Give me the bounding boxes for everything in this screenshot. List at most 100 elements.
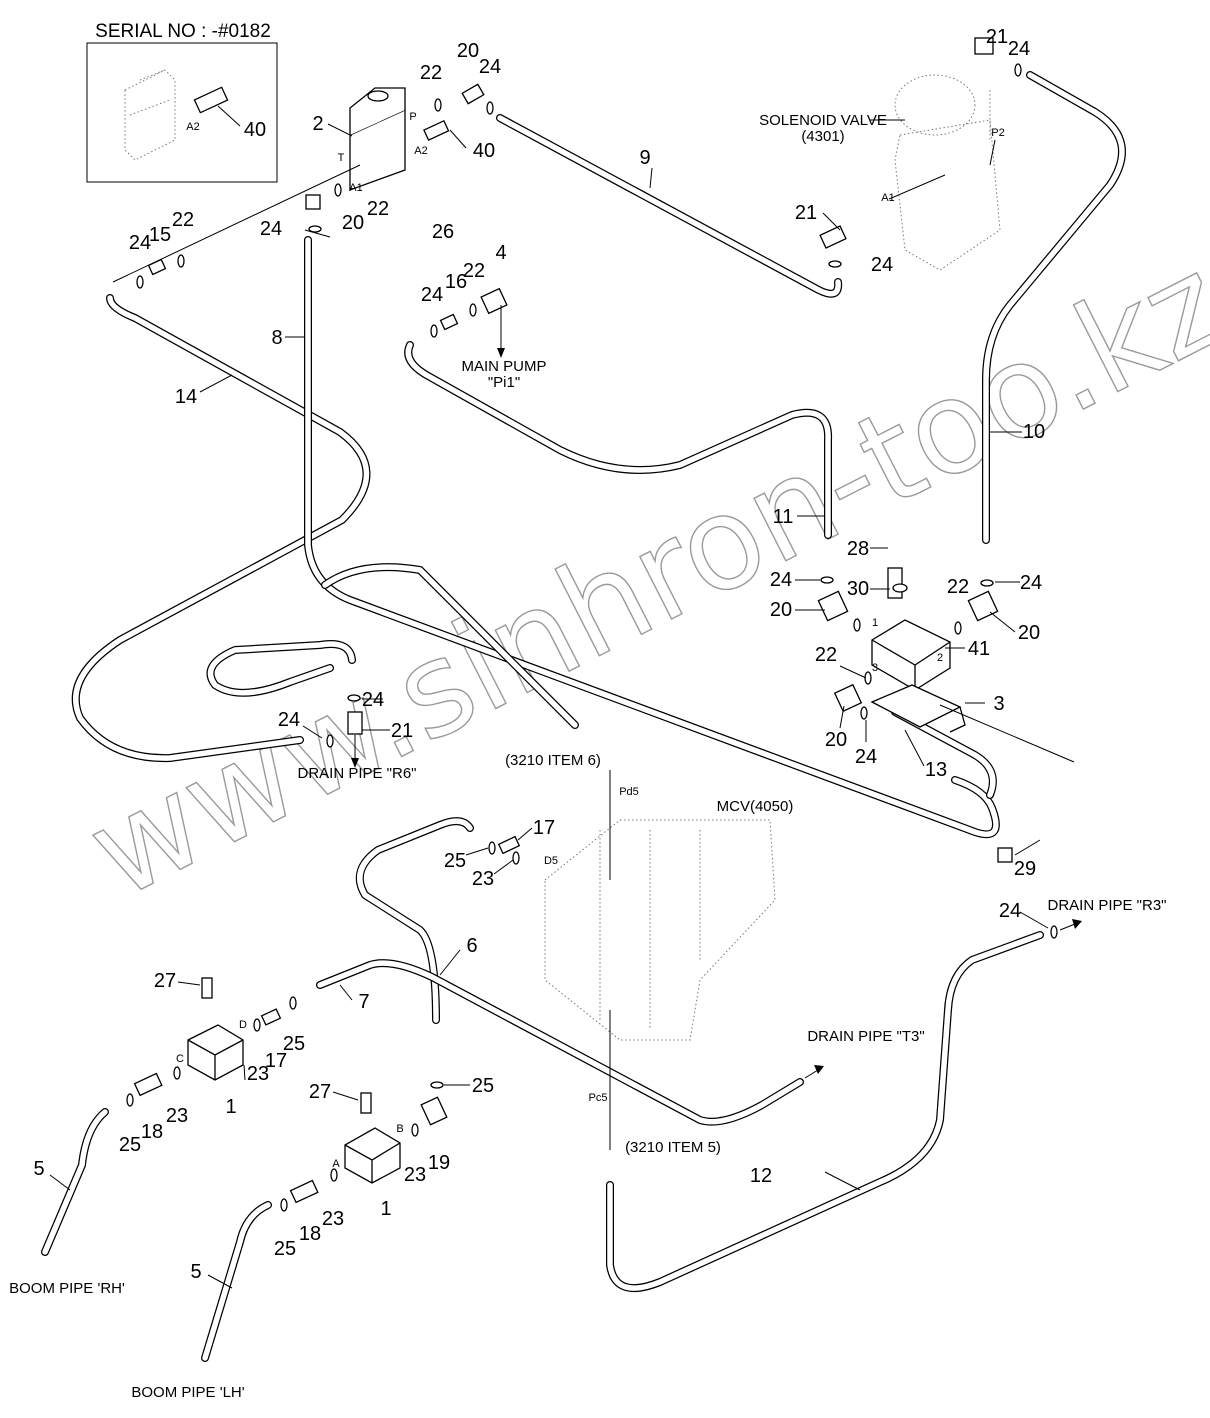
callout-part-number: 30 — [847, 578, 869, 600]
callout-part-number: 26 — [432, 221, 454, 243]
callout-part-number: 21 — [986, 26, 1008, 48]
serial-number-title: SERIAL NO : -#0182 — [95, 21, 271, 42]
callout-label: A2 — [414, 145, 427, 157]
bracket-3 — [870, 684, 966, 733]
callout-part-number: 25 — [274, 1238, 296, 1260]
callout-label: BOOM PIPE 'LH' — [131, 1384, 244, 1401]
callout-part-number: 24 — [871, 254, 893, 276]
callout-part-number: 20 — [342, 212, 364, 234]
callout-part-number: 3 — [872, 662, 878, 674]
callout-part-number: 24 — [260, 218, 282, 240]
callout-label: SOLENOID VALVE — [759, 112, 887, 129]
hoses — [41, 71, 1126, 1362]
callout-part-number: 24 — [1020, 572, 1042, 594]
callout-part-number: 22 — [947, 576, 969, 598]
hose-9 — [496, 114, 843, 298]
serial-inset-box — [86, 42, 278, 183]
hose-6 — [355, 817, 474, 1024]
block-1-upper — [187, 1024, 244, 1081]
callout-part-number: 13 — [925, 759, 947, 781]
callout-part-number: 11 — [773, 506, 794, 528]
callout-part-number: 1 — [225, 1096, 236, 1118]
callout-label: (3210 ITEM 5) — [625, 1139, 721, 1156]
callout-label: "Pi1" — [488, 374, 520, 391]
hose-5-lh — [201, 1201, 272, 1362]
callout-label: Pc5 — [589, 1092, 608, 1104]
callout-part-number: 21 — [795, 202, 817, 224]
callout-part-number: 3 — [993, 693, 1004, 715]
callout-part-number: 22 — [463, 260, 485, 282]
callout-label: BOOM PIPE 'RH' — [9, 1280, 125, 1297]
callout-part-number: 18 — [141, 1121, 163, 1143]
hose-13 — [891, 708, 997, 799]
callout-part-number: 24 — [479, 56, 501, 78]
callout-part-number: 1 — [380, 1198, 391, 1220]
callout-label: MAIN PUMP — [461, 358, 546, 375]
callout-part-number: 23 — [166, 1105, 188, 1127]
callout-part-number: 24 — [999, 900, 1021, 922]
callout-label: (3210 ITEM 6) — [505, 752, 601, 769]
solenoid-valve-4301-dotted — [894, 74, 1001, 271]
callout-part-number: 20 — [457, 40, 479, 62]
callout-label: A2 — [186, 121, 199, 133]
hose-5-rh — [41, 1108, 109, 1256]
callout-part-number: 27 — [154, 970, 176, 992]
callout-part-number: 22 — [815, 644, 837, 666]
callout-part-number: 23 — [472, 868, 494, 890]
hose-r6-loop — [206, 640, 356, 697]
callout-label: B — [396, 1123, 403, 1135]
callout-part-number: 28 — [847, 538, 869, 560]
callout-part-number: 15 — [149, 224, 171, 246]
callout-label: MCV(4050) — [717, 798, 794, 815]
callout-part-number: 24 — [278, 709, 300, 731]
callout-part-number: 17 — [533, 817, 555, 839]
callout-part-number: 22 — [367, 198, 389, 220]
callout-part-number: 24 — [421, 284, 443, 306]
callout-part-number: 1 — [872, 617, 878, 629]
callout-label: A — [332, 1158, 340, 1170]
hose-11 — [404, 341, 833, 539]
callout-part-number: 14 — [175, 386, 197, 408]
callout-part-number: 10 — [1023, 421, 1045, 443]
o-rings — [126, 63, 1058, 1212]
callout-label: DRAIN PIPE "R3" — [1047, 897, 1166, 914]
callout-part-number: 9 — [639, 147, 650, 169]
flow-arrows — [351, 305, 1082, 1079]
callout-part-number: 12 — [750, 1165, 772, 1187]
leader-lines — [49, 105, 1075, 1289]
callout-part-number: 40 — [244, 119, 266, 141]
callout-part-number: 23 — [322, 1208, 344, 1230]
callout-part-number: 6 — [466, 935, 477, 957]
callout-label: DRAIN PIPE "R6" — [297, 765, 416, 782]
callout-part-number: 23 — [404, 1164, 426, 1186]
callout-part-number: 24 — [362, 689, 384, 711]
callout-part-number: 8 — [271, 327, 282, 349]
callout-part-number: 4 — [495, 242, 506, 264]
callout-part-number: 2 — [312, 113, 323, 135]
hose-12 — [606, 931, 1044, 1293]
callout-part-number: 20 — [825, 729, 847, 751]
mcv-4050-dotted — [544, 770, 776, 1150]
callout-part-number: 19 — [428, 1152, 450, 1174]
callout-label: D5 — [544, 855, 558, 867]
callout-part-number: 22 — [420, 62, 442, 84]
callout-label: T — [338, 152, 345, 164]
callout-label: P — [409, 111, 416, 123]
callout-part-number: 2 — [937, 652, 943, 664]
solenoid-valve-2 — [349, 87, 406, 191]
callout-part-number: 7 — [358, 991, 369, 1013]
callout-label: (4301) — [801, 128, 844, 145]
callout-part-number: 18 — [299, 1223, 321, 1245]
hose-loop — [321, 563, 579, 729]
fittings — [133, 37, 1013, 1204]
block-1-lower — [344, 1127, 401, 1184]
callout-part-number: 17 — [265, 1050, 287, 1072]
callout-part-number: 41 — [968, 638, 990, 660]
callout-part-number: 40 — [473, 140, 495, 162]
callout-label: P2 — [991, 127, 1004, 139]
callout-part-number: 16 — [445, 271, 467, 293]
callout-label: A1 — [881, 192, 894, 204]
